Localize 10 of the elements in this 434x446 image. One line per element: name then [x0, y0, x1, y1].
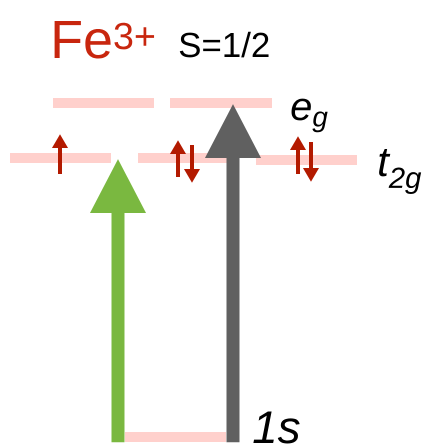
energy-level-bar	[170, 98, 272, 108]
energy-level-bar	[53, 98, 154, 108]
energy-level-bar	[125, 432, 226, 442]
level-label: t$_{2g}$	[379, 148, 422, 194]
energy-level-bar	[10, 153, 111, 163]
level-label: e$_{g}$	[292, 98, 328, 132]
ion-label: S=1/2	[180, 32, 269, 58]
ion-label: Fe$^{3+}$	[54, 20, 154, 59]
level-label: 1s	[253, 411, 300, 444]
energy-level-bar	[256, 155, 357, 165]
